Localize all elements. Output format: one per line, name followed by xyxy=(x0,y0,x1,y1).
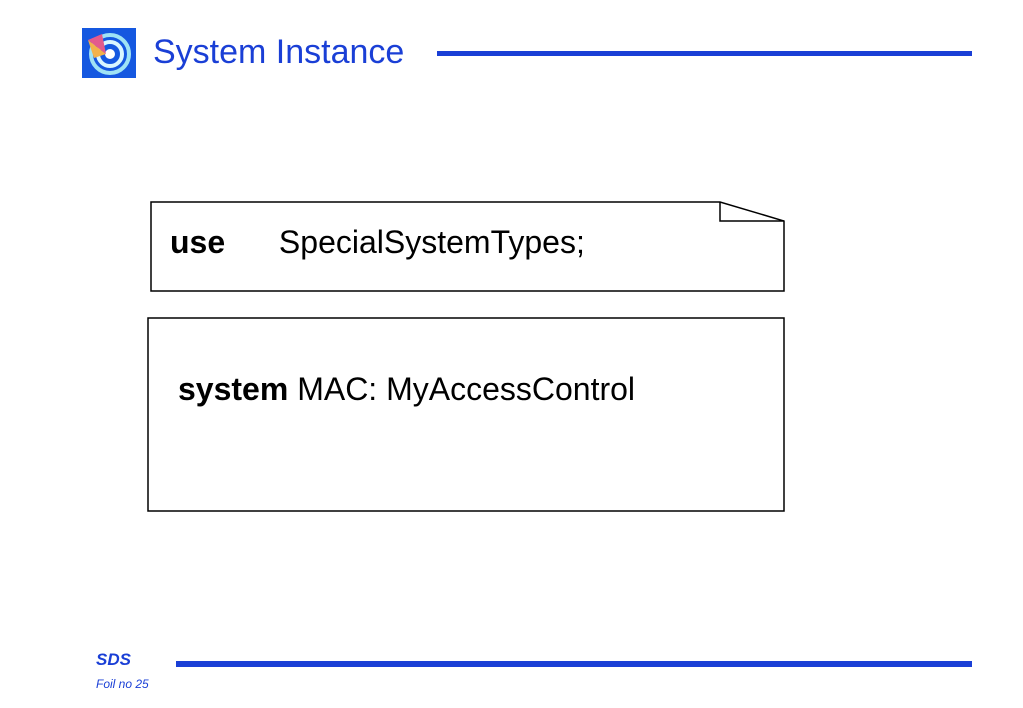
target-logo-icon xyxy=(82,28,136,78)
package-name: SpecialSystemTypes; xyxy=(278,224,585,260)
system-definition-box xyxy=(147,317,785,512)
system-declaration: MAC: MyAccessControl xyxy=(297,371,636,407)
system-keyword: system xyxy=(178,371,289,407)
package-reference-box xyxy=(150,201,785,292)
footer-foil-number: Foil no 25 xyxy=(96,677,149,691)
package-reference-fold xyxy=(719,202,784,222)
page-title: System Instance xyxy=(153,33,405,71)
system-definition-text: system MAC: MyAccessControl xyxy=(178,369,635,409)
package-reference-text: use SpecialSystemTypes; xyxy=(170,222,585,262)
title-divider xyxy=(437,51,972,56)
use-keyword: use xyxy=(170,224,226,260)
footer-divider xyxy=(176,661,972,667)
footer-brand: SDS xyxy=(96,650,131,669)
